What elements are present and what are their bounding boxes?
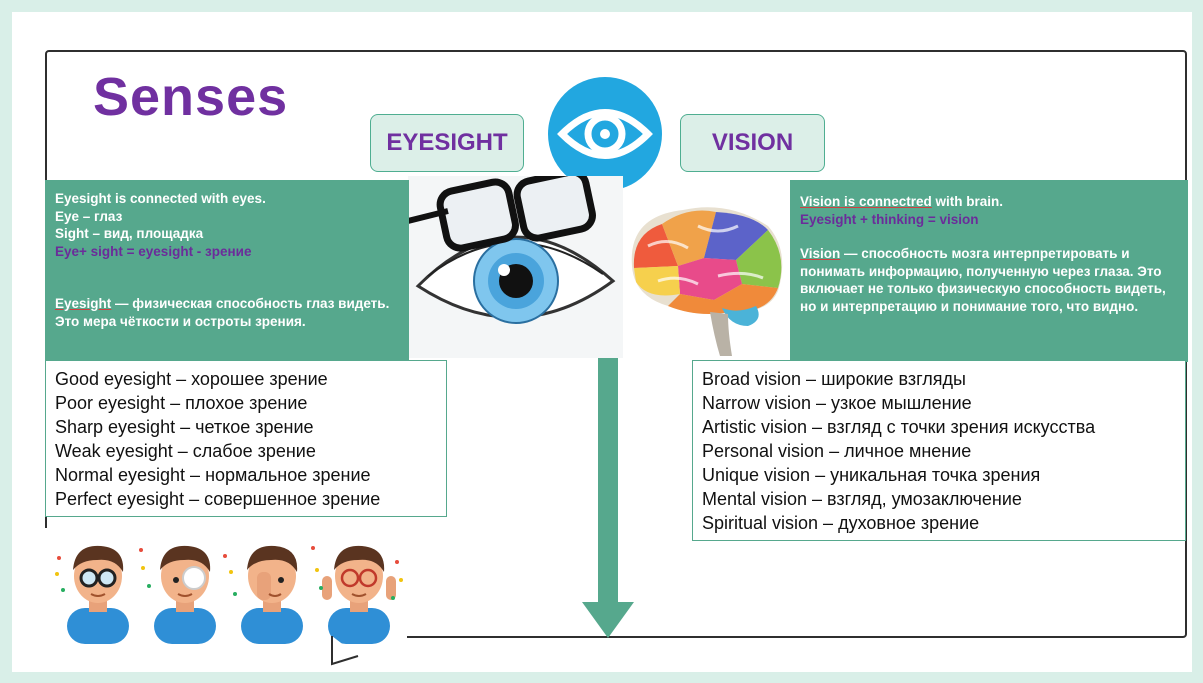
- eye-icon: [548, 77, 662, 191]
- list-item: Unique vision – уникальная точка зрения: [702, 465, 1041, 485]
- eyesight-definition: Eyesight — физическая способность глаз в…: [55, 295, 399, 313]
- vision-formula: Eyesight + thinking = vision: [800, 211, 979, 227]
- list-item: Poor eyesight – плохое зрение: [55, 393, 308, 413]
- list-item: Perfect eyesight – совершенное зрение: [55, 489, 381, 509]
- eyesight-line-3: Sight – вид, площадка: [55, 226, 204, 241]
- page-title: Senses: [93, 67, 289, 127]
- list-item: Weak eyesight – слабое зрение: [55, 441, 316, 461]
- vision-line-1: Vision is connectred with brain.: [800, 193, 1178, 211]
- vision-definition-text: — способность мозга интерпретировать и п…: [800, 246, 1166, 314]
- vision-definition-box: Vision is connectred with brain. Eyesigh…: [790, 180, 1188, 362]
- callout-tail: [330, 636, 362, 668]
- vision-connected-term: Vision is connectred: [800, 194, 932, 209]
- list-item: Normal eyesight – нормальное зрение: [55, 465, 371, 485]
- eyesight-line-2: Eye – глаз: [55, 208, 123, 224]
- eyesight-definition-box: Eyesight is connected with eyes. Eye – г…: [45, 180, 409, 362]
- eyesight-term: Eyesight: [55, 296, 112, 311]
- vision-definition: Vision — способность мозга интерпретиров…: [800, 245, 1178, 315]
- list-item: Spiritual vision – духовное зрение: [702, 513, 980, 533]
- eyesight-tag: EYESIGHT: [370, 114, 524, 172]
- eyesight-formula: Eye+ sight = eyesight - зрение: [55, 243, 252, 259]
- list-item: Good eyesight – хорошее зрение: [55, 369, 328, 389]
- vision-term: Vision: [800, 246, 841, 261]
- eyesight-line-1: Eyesight is connected with eyes.: [55, 191, 266, 206]
- vision-collocations-list: Broad vision – широкие взгляды Narrow vi…: [692, 360, 1186, 541]
- vision-connected-rest: with brain.: [931, 194, 1004, 209]
- list-item: Mental vision – взгляд, умозаключение: [702, 489, 1022, 509]
- list-item: Personal vision – личное мнение: [702, 441, 972, 461]
- list-item: Sharp eyesight – четкое зрение: [55, 417, 314, 437]
- vision-tag: VISION: [680, 114, 825, 172]
- list-item: Artistic vision – взгляд с точки зрения …: [702, 417, 1096, 437]
- brain-illustration: [618, 196, 790, 358]
- list-item: Broad vision – широкие взгляды: [702, 369, 966, 389]
- glasses-eye-illustration: [407, 168, 623, 358]
- list-item: Narrow vision – узкое мышление: [702, 393, 972, 413]
- eyesight-definition-line-2: Это мера чёткости и остроты зрения.: [55, 313, 306, 329]
- eyesight-collocations-list: Good eyesight – хорошее зрение Poor eyes…: [45, 360, 447, 517]
- eyesight-definition-text: — физическая способность глаз видеть.: [111, 296, 390, 311]
- people-illustration: [45, 528, 407, 644]
